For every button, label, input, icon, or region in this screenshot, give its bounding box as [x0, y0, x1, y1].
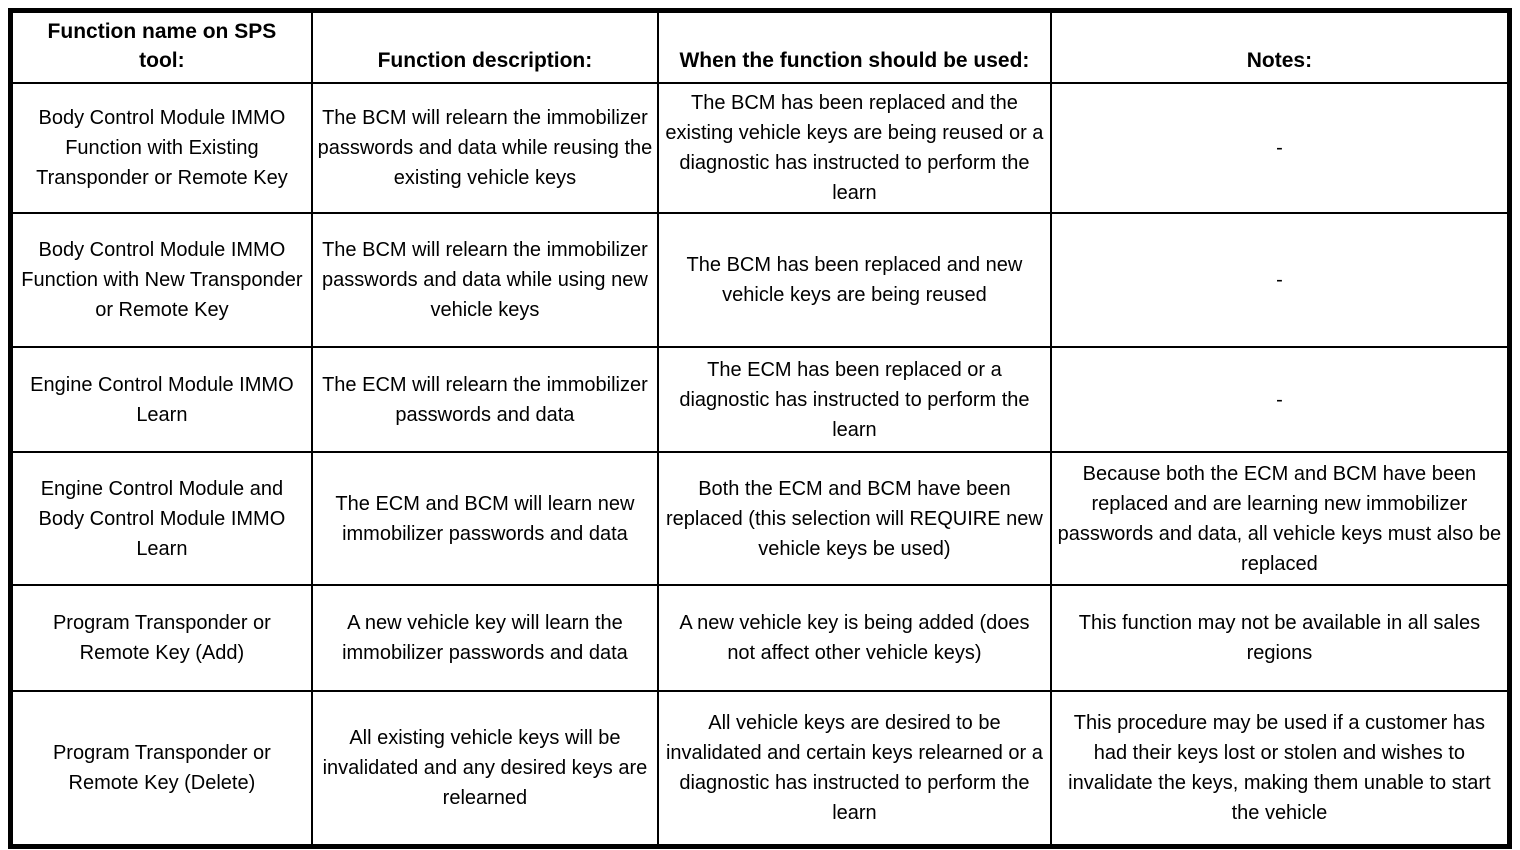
cell-description: The ECM will relearn the immobilizer pas…	[310, 346, 660, 453]
cell-function-name: Program Transponder or Remote Key (Delet…	[9, 690, 313, 847]
cell-function-name: Body Control Module IMMO Function with E…	[9, 82, 313, 214]
cell-function-name: Engine Control Module IMMO Learn	[9, 346, 313, 453]
cell-notes: -	[1049, 212, 1511, 348]
sps-functions-table: Function name on SPS tool: Function desc…	[8, 8, 1512, 849]
cell-description: The BCM will relearn the immobilizer pas…	[310, 212, 660, 348]
column-header-function-name: Function name on SPS tool:	[9, 9, 313, 84]
cell-description: The BCM will relearn the immobilizer pas…	[310, 82, 660, 214]
cell-notes: -	[1049, 82, 1511, 214]
table-row: Engine Control Module IMMO Learn The ECM…	[9, 346, 1511, 453]
table-row: Program Transponder or Remote Key (Delet…	[9, 690, 1511, 847]
table-row: Program Transponder or Remote Key (Add) …	[9, 584, 1511, 692]
cell-description: All existing vehicle keys will be invali…	[310, 690, 660, 847]
cell-when-used: Both the ECM and BCM have been replaced …	[657, 451, 1052, 586]
table-row: Engine Control Module and Body Control M…	[9, 451, 1511, 586]
column-header-description: Function description:	[310, 9, 660, 84]
cell-notes: -	[1049, 346, 1511, 453]
cell-function-name: Engine Control Module and Body Control M…	[9, 451, 313, 586]
table-header-row: Function name on SPS tool: Function desc…	[9, 9, 1511, 84]
cell-notes: This function may not be available in al…	[1049, 584, 1511, 692]
cell-when-used: All vehicle keys are desired to be inval…	[657, 690, 1052, 847]
table-row: Body Control Module IMMO Function with E…	[9, 82, 1511, 214]
cell-function-name: Program Transponder or Remote Key (Add)	[9, 584, 313, 692]
cell-when-used: The BCM has been replaced and the existi…	[657, 82, 1052, 214]
cell-when-used: A new vehicle key is being added (does n…	[657, 584, 1052, 692]
cell-function-name: Body Control Module IMMO Function with N…	[9, 212, 313, 348]
table-row: Body Control Module IMMO Function with N…	[9, 212, 1511, 348]
column-header-notes: Notes:	[1049, 9, 1511, 84]
cell-notes: Because both the ECM and BCM have been r…	[1049, 451, 1511, 586]
cell-when-used: The BCM has been replaced and new vehicl…	[657, 212, 1052, 348]
cell-description: A new vehicle key will learn the immobil…	[310, 584, 660, 692]
cell-description: The ECM and BCM will learn new immobiliz…	[310, 451, 660, 586]
cell-when-used: The ECM has been replaced or a diagnosti…	[657, 346, 1052, 453]
cell-notes: This procedure may be used if a customer…	[1049, 690, 1511, 847]
column-header-when-used: When the function should be used:	[657, 9, 1052, 84]
